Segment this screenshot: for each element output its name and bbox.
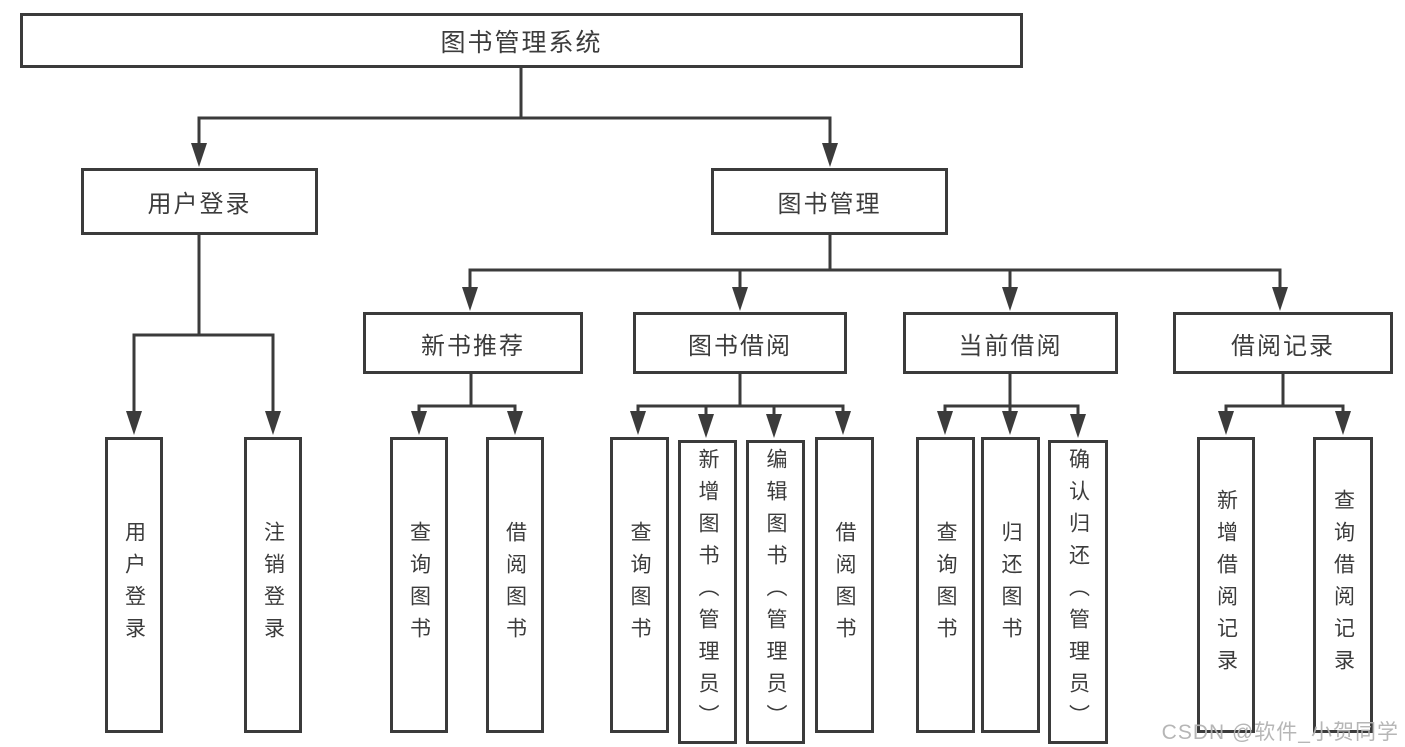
connector-book-management-to-level3 [468, 235, 1282, 293]
leaf-query-books-recommend: 查询图书 [390, 437, 448, 733]
leaf-return-books: 归还图书 [981, 437, 1040, 733]
node-current-borrow: 当前借阅 [903, 312, 1118, 374]
leaf-query-borrow-record: 查询借阅记录 [1313, 437, 1373, 733]
node-label: 归还图书 [999, 521, 1022, 649]
node-label: 借阅图书 [833, 521, 856, 649]
connector-new-book-recommend-to-children [417, 374, 517, 418]
leaf-borrow-books: 借阅图书 [815, 437, 874, 733]
node-label: 借阅图书 [503, 521, 527, 649]
node-label: 编辑图书（管理员） [764, 448, 787, 736]
node-label: 图书借阅 [688, 332, 792, 360]
node-label: 新书推荐 [421, 332, 525, 360]
connector-book-borrow-to-children [636, 374, 845, 421]
node-label: 借阅记录 [1231, 332, 1335, 360]
node-label: 注销登录 [261, 521, 285, 649]
node-label: 新增借阅记录 [1214, 489, 1238, 681]
node-label: 图书管理 [777, 191, 882, 218]
node-label: 查询图书 [628, 521, 651, 649]
node-label: 用户登录 [122, 521, 146, 649]
leaf-edit-books-admin: 编辑图书（管理员） [746, 440, 805, 744]
leaf-add-borrow-record: 新增借阅记录 [1197, 437, 1255, 733]
node-label: 查询图书 [934, 521, 957, 649]
node-root-library-management-system: 图书管理系统 [20, 13, 1023, 68]
node-label: 查询借阅记录 [1331, 489, 1355, 681]
leaf-confirm-return-admin: 确认归还（管理员） [1048, 440, 1108, 744]
node-label: 确认归还（管理员） [1066, 448, 1090, 736]
connector-user-login-to-children [132, 235, 275, 418]
csdn-watermark: CSDN @软件_小贺同学 [1161, 721, 1399, 744]
node-borrow-records: 借阅记录 [1173, 312, 1393, 374]
leaf-add-books-admin: 新增图书（管理员） [678, 440, 737, 744]
node-user-login: 用户登录 [81, 168, 318, 235]
leaf-query-books-current: 查询图书 [916, 437, 975, 733]
node-label: 新增图书（管理员） [696, 448, 719, 736]
node-book-borrow: 图书借阅 [633, 312, 847, 374]
connector-borrow-records-to-children [1224, 374, 1345, 418]
node-label: 查询图书 [407, 521, 431, 649]
node-book-management: 图书管理 [711, 168, 948, 235]
arrowheads [126, 143, 1351, 438]
node-label: 图书管理系统 [440, 28, 603, 57]
leaf-user-login: 用户登录 [105, 437, 163, 733]
leaf-borrow-books-recommend: 借阅图书 [486, 437, 544, 733]
node-label: 用户登录 [147, 191, 252, 218]
leaf-logout: 注销登录 [244, 437, 302, 733]
node-new-book-recommend: 新书推荐 [363, 312, 583, 374]
node-label: 当前借阅 [958, 332, 1063, 360]
connector-root-to-level2 [197, 68, 832, 150]
leaf-query-books-borrow: 查询图书 [610, 437, 669, 733]
